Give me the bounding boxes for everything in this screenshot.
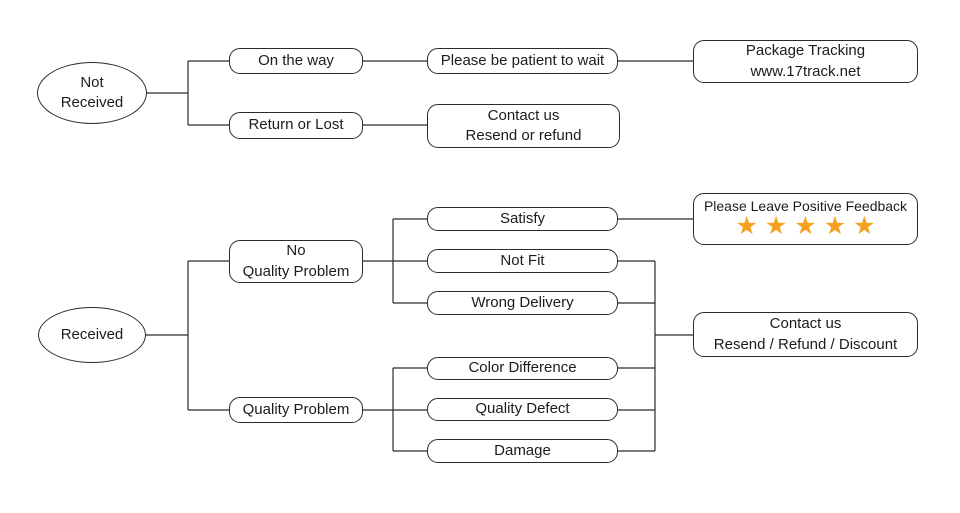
star-rating: ★ ★ ★ ★ ★	[735, 213, 875, 238]
feedback-title: Please Leave Positive Feedback	[703, 198, 908, 214]
star-icon: ★	[794, 211, 817, 241]
node-color-difference: Color Difference	[427, 357, 618, 380]
node-wrong-delivery: Wrong Delivery	[427, 291, 618, 315]
node-no-quality-problem: No Quality Problem	[229, 240, 363, 283]
node-positive-feedback: Please Leave Positive Feedback ★ ★ ★ ★ ★	[693, 193, 918, 245]
node-return-or-lost: Return or Lost	[229, 112, 363, 139]
star-icon: ★	[823, 211, 847, 241]
node-not-fit: Not Fit	[427, 249, 618, 273]
node-contact-resend-refund: Contact us Resend or refund	[427, 104, 620, 148]
star-icon: ★	[764, 211, 788, 241]
node-please-be-patient: Please be patient to wait	[427, 48, 618, 74]
node-received: Received	[38, 307, 146, 363]
node-quality-defect: Quality Defect	[427, 398, 618, 421]
node-not-received: Not Received	[37, 62, 147, 124]
node-on-the-way: On the way	[229, 48, 363, 74]
node-satisfy: Satisfy	[427, 207, 618, 231]
node-package-tracking: Package Tracking www.17track.net	[693, 40, 918, 83]
star-icon: ★	[853, 211, 876, 241]
node-quality-problem: Quality Problem	[229, 397, 363, 423]
star-icon: ★	[735, 211, 758, 241]
node-damage: Damage	[427, 439, 618, 463]
node-contact-resend-refund-discount: Contact us Resend / Refund / Discount	[693, 312, 918, 357]
